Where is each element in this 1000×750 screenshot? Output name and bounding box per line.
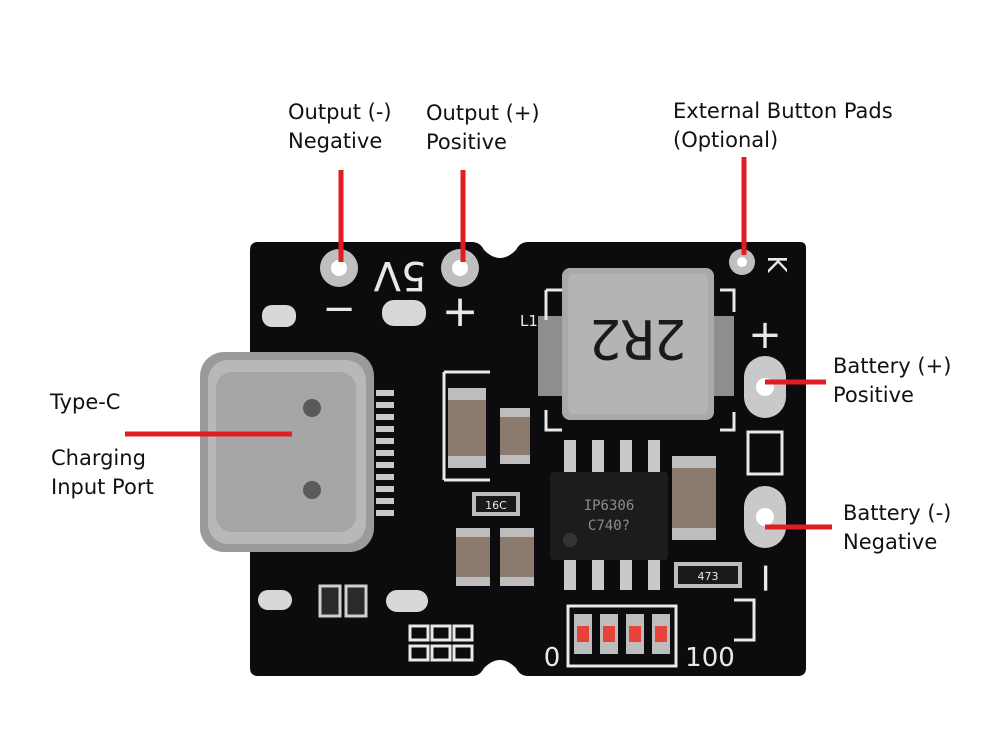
inductor-ref: L1	[520, 312, 538, 330]
slot-bottom-left	[258, 590, 292, 610]
resistor2-marking: 473	[698, 570, 719, 583]
usb-c-pins	[376, 390, 394, 516]
label-charging-port-line2: Input Port	[51, 475, 154, 499]
battery-minus-silkscreen: −	[743, 561, 789, 595]
smd-component-1	[318, 584, 342, 618]
slot-top-mid	[382, 300, 426, 326]
minus-silkscreen: −	[322, 286, 356, 332]
label-charging-port: Charging Input Port	[51, 444, 154, 502]
inductor-value: 2R2	[589, 307, 687, 370]
ic-chip	[550, 472, 668, 560]
label-battery-positive: Battery (+) Positive	[833, 352, 951, 410]
label-battery-positive-line1: Battery (+)	[833, 354, 952, 378]
label-charging-port-line1: Charging	[51, 446, 146, 470]
ic-marking-2: C740?	[588, 518, 630, 534]
label-output-positive-line1: Output (+)	[426, 101, 540, 125]
label-battery-negative-line1: Battery (-)	[843, 501, 952, 525]
resistor-marking: 16C	[485, 499, 507, 512]
label-output-negative-line1: Output (-)	[288, 100, 392, 124]
label-external-button-line2: (Optional)	[673, 128, 779, 152]
label-external-button: External Button Pads (Optional)	[673, 97, 893, 155]
label-output-positive-line2: Positive	[426, 130, 507, 154]
key-silkscreen: K	[761, 255, 791, 273]
voltage-silkscreen: 5V	[373, 252, 426, 298]
silkscreen-lines	[442, 288, 756, 642]
capacitors	[448, 388, 716, 586]
label-type-c-text: Type-C	[50, 390, 121, 414]
percent-end: 100	[685, 643, 735, 673]
resistor	[472, 492, 520, 516]
label-output-negative: Output (-) Negative	[288, 98, 392, 156]
battery-plus-silkscreen: +	[748, 312, 782, 358]
led-indicators	[566, 604, 678, 668]
plus-silkscreen: +	[442, 286, 479, 337]
smd-component-2	[344, 584, 368, 618]
ic-marking-1: IP6306	[584, 498, 635, 514]
slot-top-left	[262, 305, 296, 327]
label-output-negative-line2: Negative	[288, 129, 383, 153]
label-output-positive: Output (+) Positive	[426, 99, 540, 157]
resistor-2	[674, 562, 742, 588]
bottom-pad-grid	[408, 624, 474, 662]
label-battery-positive-line2: Positive	[833, 383, 914, 407]
slot-bottom-mid	[386, 590, 428, 612]
label-type-c: Type-C	[50, 388, 120, 417]
label-external-button-line1: External Button Pads	[673, 99, 893, 123]
ic-pins	[564, 440, 660, 590]
label-battery-negative-line2: Negative	[843, 530, 938, 554]
battery-square-outline	[746, 430, 784, 476]
label-battery-negative: Battery (-) Negative	[843, 499, 951, 557]
percent-start: 0	[544, 643, 561, 673]
